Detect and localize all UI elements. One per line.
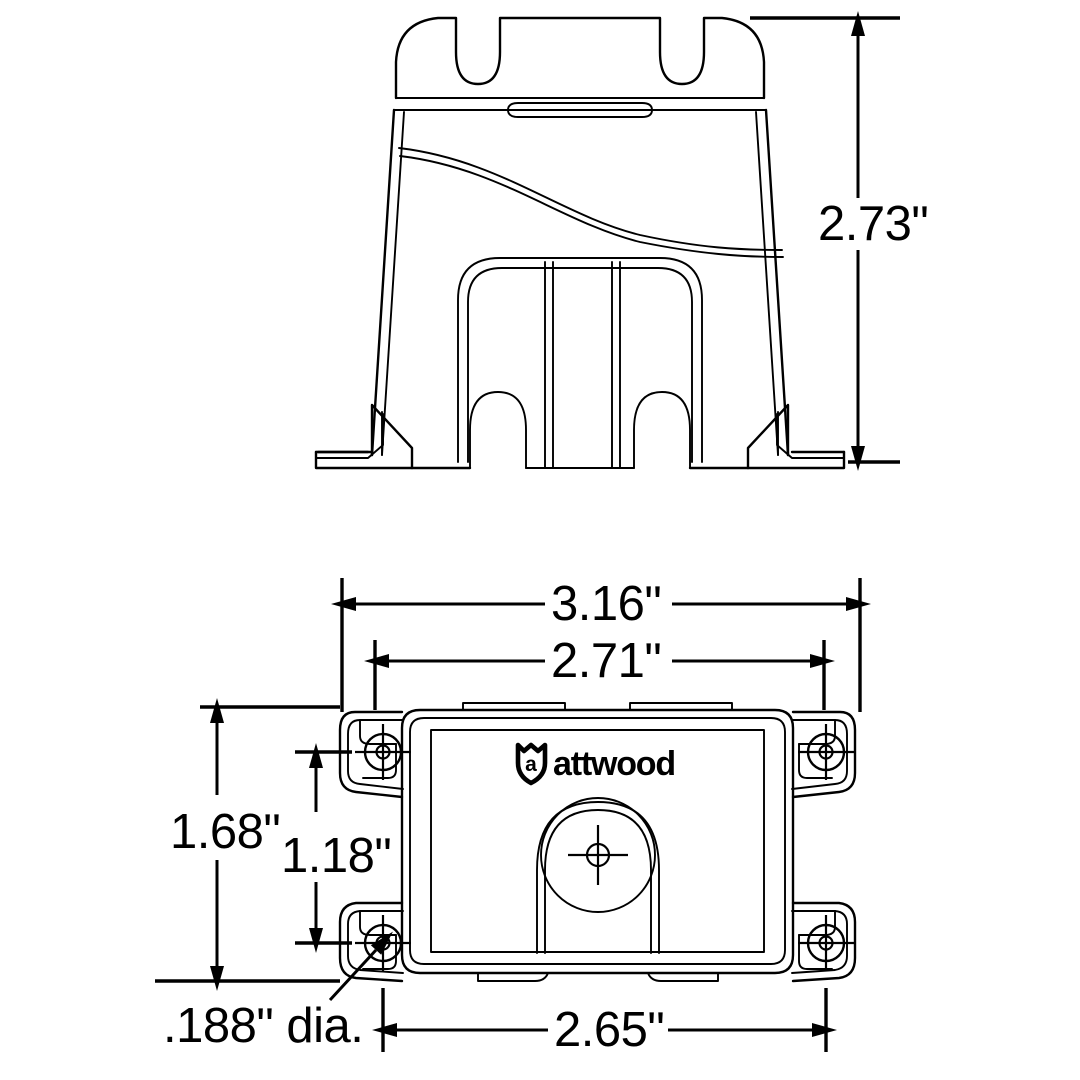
dimension-label-hole-spacing-y: 1.18" [281,829,391,883]
dimension-label-hole-diameter: .188" dia. [163,999,363,1053]
logo-wordmark: attwood [553,745,675,783]
mounting-tab-top-right [791,710,857,799]
dimension-overall-depth: 1.68" [155,698,340,991]
dimension-overall-width: 3.16" [331,577,871,712]
shield-letter: a [525,753,537,776]
dimension-height: 2.73" [750,11,929,471]
hole-center-mark-top-right [798,724,854,780]
dimension-hole-diameter: .188" dia. [163,931,393,1053]
dimension-hole-spacing-y: 1.18" [281,743,392,953]
dimension-label-overall-width: 3.16" [551,577,661,631]
dimension-hole-spacing-x: 2.65" [372,988,837,1057]
dimension-label-overall-depth: 1.68" [170,805,280,859]
dimension-body-width: 2.71" [364,634,835,710]
mounting-tab-bottom-right [791,901,857,983]
dimension-label-hole-spacing-x: 2.65" [554,1003,664,1057]
hole-center-mark-top-left [355,724,411,780]
front-elevation-view [314,16,846,470]
shield-icon: a [515,742,548,786]
dimension-label-body-width: 2.71" [551,634,661,688]
mounting-tab-top-left [338,710,411,799]
keyhole-center-mark [568,825,628,885]
dimension-label-height: 2.73" [818,197,928,251]
attwood-logo: a attwood [515,742,676,786]
hole-center-mark-bottom-right [798,915,854,971]
